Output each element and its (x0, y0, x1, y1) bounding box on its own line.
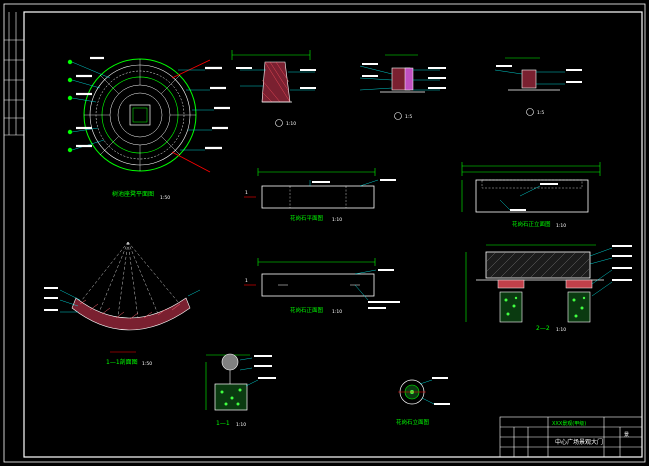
stone-elevation (461, 162, 601, 213)
section-1-small-scale: 1:10 (236, 422, 246, 428)
section-1-title: 1—1剖面图 (106, 358, 138, 366)
section-1-scale: 1:50 (142, 361, 152, 367)
stone-elev-title: 花岗石正立面图 (512, 220, 551, 228)
stone-plan-2-scale: 1:10 (332, 309, 342, 315)
stone-plan-2-mark: 1 (245, 278, 248, 284)
stone-plan-2-title: 花岗石正面图 (290, 306, 324, 314)
stone-plan-1-title: 花岗石平面图 (290, 214, 324, 222)
stone-elev-scale: 1:10 (556, 223, 566, 229)
round-planter-plan (67, 56, 230, 173)
small-round-title: 花岗石立面图 (396, 418, 430, 426)
detail-top-2-scale: 1:5 (405, 114, 412, 120)
section-1-1-small (205, 353, 276, 411)
small-round-elevation (398, 377, 450, 405)
section-1-1-fan (44, 241, 201, 353)
detail-top-1-scale: 1:10 (286, 121, 296, 127)
stone-plan-2 (244, 258, 400, 309)
stone-plan-1-scale: 1:10 (332, 217, 342, 223)
title-block-drawing-name: 中心广场景观大门 (555, 438, 603, 446)
section-2-2 (465, 244, 632, 323)
title-block (499, 416, 643, 458)
detail-top-3 (494, 57, 582, 116)
section-1-small-title: 1—1 (216, 420, 230, 427)
detail-top-3-scale: 1:5 (537, 110, 544, 116)
detail-top-1 (231, 50, 316, 127)
stone-plan-1-mark: 1 (245, 190, 248, 196)
title-block-project: XXX景观(甲级) (552, 420, 586, 427)
section-2-scale: 1:10 (556, 327, 566, 333)
stone-plan-1 (244, 168, 396, 209)
title-block-sheet: 景 (624, 431, 629, 438)
detail-top-2 (359, 54, 446, 120)
drawing-frame (3, 3, 646, 463)
round-plan-title: 树池座凳平面图 (112, 190, 154, 198)
section-2-title: 2—2 (536, 325, 550, 332)
round-plan-scale: 1:50 (160, 195, 170, 201)
